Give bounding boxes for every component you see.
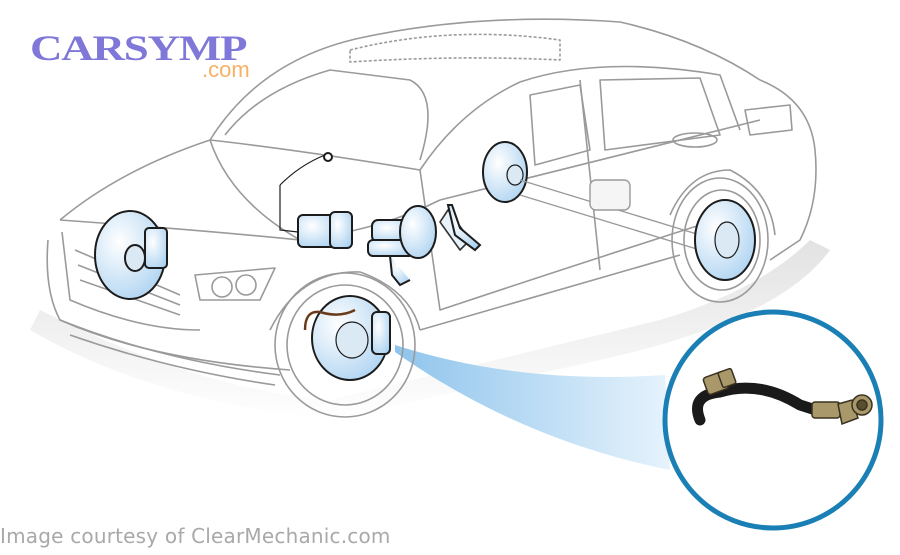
image-credit-caption: Image courtesy of ClearMechanic.com — [0, 524, 391, 548]
abs-module — [279, 152, 353, 249]
brake-hose-callout — [662, 309, 884, 531]
rear-left-drum — [482, 141, 528, 203]
front-right-rotor — [303, 295, 391, 381]
carsymp-logo[interactable]: CARSYMP .com — [30, 28, 280, 88]
logo-domain: .com — [202, 57, 250, 82]
callout-beam — [395, 345, 670, 470]
hose-fitting-right — [811, 394, 873, 426]
rear-axle — [519, 179, 701, 251]
ground-shadow — [30, 240, 830, 420]
logo-wordmark: CARSYMP — [30, 28, 247, 68]
brake-pedal — [446, 204, 482, 252]
master-cylinder — [367, 205, 437, 287]
front-left-rotor — [94, 210, 168, 300]
brake-components — [94, 141, 756, 381]
hose-fitting-left — [702, 367, 737, 396]
rear-right-drum — [694, 199, 756, 281]
brake-hose — [692, 382, 828, 426]
